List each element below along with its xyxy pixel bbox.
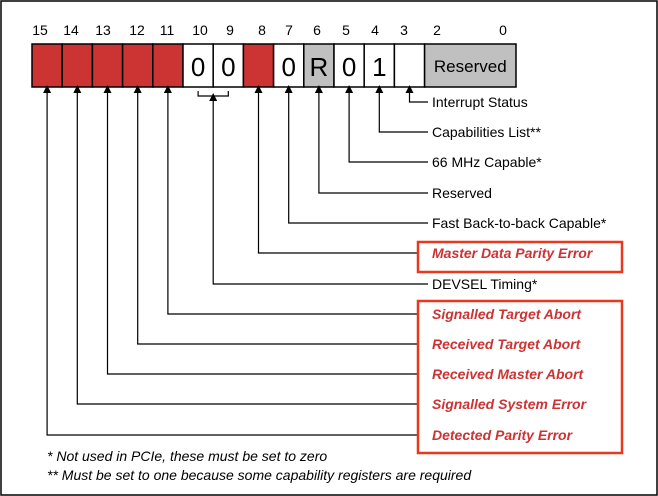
connector-capabilities-list (375, 85, 428, 133)
bit-number-10: 10 (192, 22, 208, 38)
field-label-detected-parity-error: Detected Parity Error (432, 427, 574, 443)
highlight-box-master-data-parity (416, 240, 624, 274)
bit-number-11: 11 (160, 22, 175, 38)
bit-cell-value-4: 1 (372, 52, 386, 82)
field-label-66-mhz-capable: 66 MHz Capable* (432, 154, 542, 170)
bit-number-8: 8 (258, 22, 266, 38)
bit-number-12: 12 (129, 22, 145, 38)
field-label-interrupt-status: Interrupt Status (432, 94, 528, 110)
bit-cell-value-9: 0 (221, 52, 235, 82)
connector-reserved (314, 85, 428, 194)
bit-number-2: 2 (433, 22, 441, 38)
bit-number-15: 15 (32, 22, 48, 38)
connector-received-master-abort (103, 85, 418, 375)
bit-cell-value-7: 0 (281, 52, 295, 82)
bit-number-row: 15 14 13 12 11 10 9 8 7 6 5 4 3 2 0 (32, 22, 507, 38)
field-label-master-data-parity-error: Master Data Parity Error (432, 245, 594, 261)
bit-cell-14 (61, 43, 94, 88)
connector-signalled-system-error (73, 85, 418, 405)
footnote-2: ** Must be set to one because some capab… (47, 467, 472, 483)
bit-cell-11 (152, 43, 184, 88)
bit-number-0: 0 (499, 22, 507, 38)
bit-cell-13 (91, 43, 124, 88)
footnotes: * Not used in PCIe, these must be set to… (47, 448, 472, 483)
connector-detected-parity-error (43, 85, 418, 436)
bit-number-4: 4 (371, 22, 379, 38)
bit-number-5: 5 (342, 22, 350, 38)
bit-cell-value-5: 0 (342, 52, 356, 82)
field-label-fast-back-to-back-capable: Fast Back-to-back Capable* (432, 215, 607, 231)
bit-number-3: 3 (400, 22, 408, 38)
connector-66-mhz-capable (345, 85, 428, 163)
connector-interrupt-status (405, 85, 428, 103)
bit-number-7: 7 (285, 22, 293, 38)
connector-master-data-parity-error (254, 85, 418, 254)
field-label-reserved: Reserved (432, 185, 492, 201)
connector-fast-back-to-back-capable (284, 85, 428, 224)
bit-cell-8 (242, 43, 275, 88)
bit-cell-9 (212, 43, 245, 88)
connector-received-target-abort (133, 85, 418, 345)
bit-cell-10 (182, 43, 214, 88)
field-connectors (43, 85, 428, 436)
connector-signalled-target-abort (163, 85, 418, 315)
bit-cell-6 (303, 43, 335, 88)
bit-cell-value-10: 0 (191, 52, 205, 82)
highlight-boxes (416, 240, 624, 455)
bit-cell-3 (393, 43, 426, 88)
bit-number-6: 6 (313, 22, 321, 38)
bit-number-14: 14 (63, 22, 79, 38)
bit-cell-15 (31, 43, 63, 88)
bit-number-9: 9 (226, 22, 234, 38)
footnote-1: * Not used in PCIe, these must be set to… (47, 448, 327, 464)
connector-devsel-timing (209, 93, 428, 285)
field-label-devsel-timing: DEVSEL Timing* (432, 276, 538, 292)
field-label-received-target-abort: Received Target Abort (432, 336, 582, 352)
bit-cell-value-2-0: Reserved (434, 57, 507, 76)
highlight-box-error-group (416, 299, 624, 455)
bit-cell-value-6: R (310, 52, 329, 82)
bit-cell-4 (363, 43, 396, 88)
bit-number-13: 13 (95, 22, 111, 38)
bit-cell-2-0 (423, 43, 517, 88)
field-label-received-master-abort: Received Master Abort (432, 366, 585, 382)
field-label-signalled-system-error: Signalled System Error (432, 396, 588, 412)
bit-cell-12 (121, 43, 154, 88)
field-label-signalled-target-abort: Signalled Target Abort (432, 306, 582, 322)
field-label-capabilities-list: Capabilities List** (432, 124, 541, 140)
